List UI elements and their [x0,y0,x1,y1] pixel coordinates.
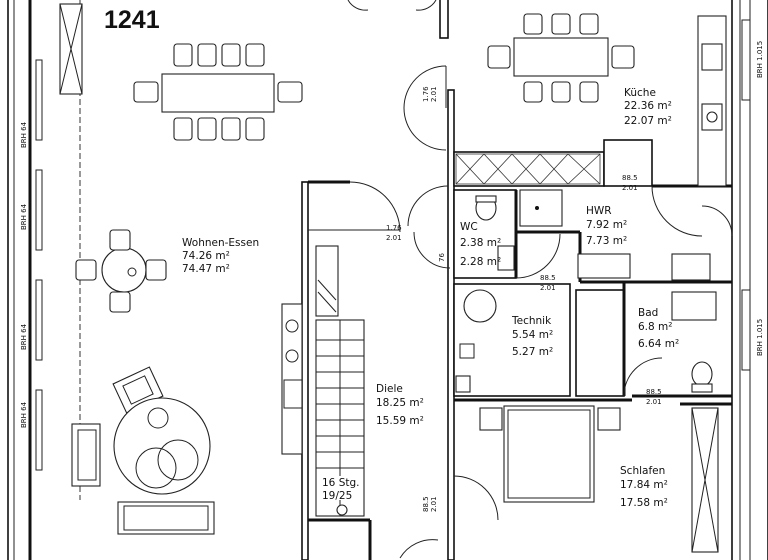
svg-text:74.26 m²: 74.26 m² [182,250,230,262]
svg-text:Schlafen: Schlafen [620,465,665,477]
svg-text:7.92 m²: 7.92 m² [586,219,627,231]
hwr-fixtures [519,189,711,281]
svg-text:2.01: 2.01 [540,284,556,292]
window-labels-right: BRH 1.015 BRH 1.015 [756,41,764,356]
svg-text:18.25 m²: 18.25 m² [376,397,424,409]
technik-fixtures [455,289,497,393]
svg-text:22.07 m²: 22.07 m² [624,115,672,127]
door-dim-hwr: 88.5 2.01 [622,174,638,192]
door-dim-diele: 1.76 2.01 [386,224,402,242]
svg-text:74.47 m²: 74.47 m² [182,263,230,275]
svg-text:22.36 m²: 22.36 m² [624,100,672,112]
svg-text:5.54 m²: 5.54 m² [512,329,553,341]
svg-text:BRH 64: BRH 64 [20,401,28,428]
door-dim-bad: 88.5 2.01 [646,388,662,406]
stair-ratio: 19/25 [322,490,352,502]
dining-table-left [133,43,303,141]
svg-text:88.5: 88.5 [422,496,430,512]
svg-text:Bad: Bad [638,307,658,319]
room-label-wc: WC 2.38 m² 2.28 m² [460,221,501,268]
svg-text:Technik: Technik [511,315,552,327]
svg-text:BRH 1.015: BRH 1.015 [756,319,764,356]
bad-fixtures [671,291,717,393]
window-labels-left: BRH 64 BRH 64 BRH 64 BRH 64 [20,121,28,428]
svg-text:WC: WC [460,221,478,233]
living-furniture [71,366,215,535]
kitchen-counter-hatch [455,153,601,185]
left-windows [35,0,83,500]
svg-text:1.76: 1.76 [422,86,430,102]
room-label-diele: Diele 18.25 m² 15.59 m² [376,383,424,427]
svg-text:2.01: 2.01 [430,86,438,102]
kitchen-counter [697,15,727,187]
stair-count: 16 Stg. [322,477,359,489]
svg-text:2.01: 2.01 [622,184,638,192]
door-dim-kueche: 1.76 2.01 [422,86,438,102]
svg-text:88.5: 88.5 [646,388,662,396]
schlafen-furniture [479,405,719,553]
room-label-wohnen: Wohnen-Essen 74.26 m² 74.47 m² [182,237,259,275]
svg-text:17.84 m²: 17.84 m² [620,479,668,491]
room-label-hwr: HWR 7.92 m² 7.73 m² [586,205,627,247]
svg-text:5.27 m²: 5.27 m² [512,346,553,358]
svg-text:1.76: 1.76 [386,224,402,232]
svg-text:HWR: HWR [586,205,612,217]
svg-text:17.58 m²: 17.58 m² [620,497,668,509]
room-label-bad: Bad 6.8 m² 6.64 m² [638,307,679,350]
dining-table-kitchen [487,13,635,103]
room-label-technik: Technik 5.54 m² 5.27 m² [511,315,553,358]
svg-text:BRH 64: BRH 64 [20,203,28,230]
svg-text:BRH 64: BRH 64 [20,323,28,350]
staircase [281,245,365,517]
svg-text:6.8 m²: 6.8 m² [638,321,672,333]
svg-text:15.59 m²: 15.59 m² [376,415,424,427]
doors [347,0,733,559]
svg-text:88.5: 88.5 [540,274,556,282]
room-label-schlafen: Schlafen 17.84 m² 17.58 m² [620,465,668,509]
svg-text:2.01: 2.01 [646,398,662,406]
door-dim-wc: 76 [438,253,446,262]
right-windows [741,19,751,371]
door-dim-technik: 88.5 2.01 [540,274,556,292]
svg-text:2.01: 2.01 [430,496,438,512]
svg-text:88.5: 88.5 [622,174,638,182]
svg-text:2.01: 2.01 [386,234,402,242]
svg-text:Küche: Küche [624,87,656,99]
plan-number: 1241 [104,6,160,34]
room-label-kueche: Küche 22.36 m² 22.07 m² [624,87,672,127]
round-table [75,229,167,313]
wc-fixtures [475,195,515,271]
door-dim-entry: 88.5 2.01 [422,496,438,512]
svg-text:2.38 m²: 2.38 m² [460,237,501,249]
svg-text:7.73 m²: 7.73 m² [586,235,627,247]
svg-text:6.64 m²: 6.64 m² [638,338,679,350]
svg-text:2.28 m²: 2.28 m² [460,256,501,268]
svg-text:Diele: Diele [376,383,403,395]
svg-text:Wohnen-Essen: Wohnen-Essen [182,237,259,249]
svg-text:BRH 1.015: BRH 1.015 [756,41,764,78]
svg-text:BRH 64: BRH 64 [20,121,28,148]
